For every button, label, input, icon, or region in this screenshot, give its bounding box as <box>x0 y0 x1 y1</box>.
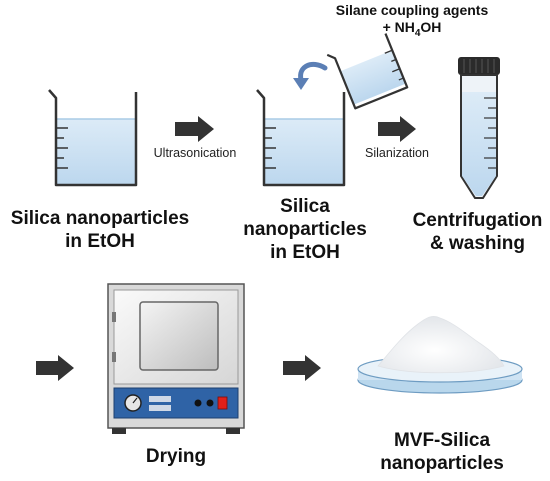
beaker1-label: Silica nanoparticles in EtOH <box>10 208 190 252</box>
oven-label: Drying <box>145 446 207 467</box>
process-arrow-icon <box>283 355 321 381</box>
process-arrow-icon <box>378 116 416 142</box>
beaker-icon <box>48 89 138 187</box>
reagent-line1: Silane coupling agents <box>335 2 489 18</box>
reagent-line2: + NH4OH <box>382 18 442 39</box>
curved-arrow-icon <box>293 62 328 90</box>
process-arrow-icon <box>36 355 74 381</box>
centrifuge-tube-icon <box>458 57 500 199</box>
pouring-beaker-icon <box>326 33 409 110</box>
beaker2-label: Silica nanoparticles in EtOH <box>243 196 367 263</box>
petri-dish-icon <box>357 316 523 394</box>
beaker-icon <box>256 89 346 187</box>
product-label: MVF-Silica nanoparticles <box>380 430 504 474</box>
process-arrow-icon <box>175 116 214 142</box>
step-silanization: Silanization <box>365 146 429 160</box>
step-ultrasonication: Ultrasonication <box>153 146 237 160</box>
oven-icon <box>107 283 245 434</box>
tube-label: Centrifugation & washing <box>412 210 543 254</box>
reagent-label: Silane coupling agents + NH4OH <box>282 2 542 40</box>
